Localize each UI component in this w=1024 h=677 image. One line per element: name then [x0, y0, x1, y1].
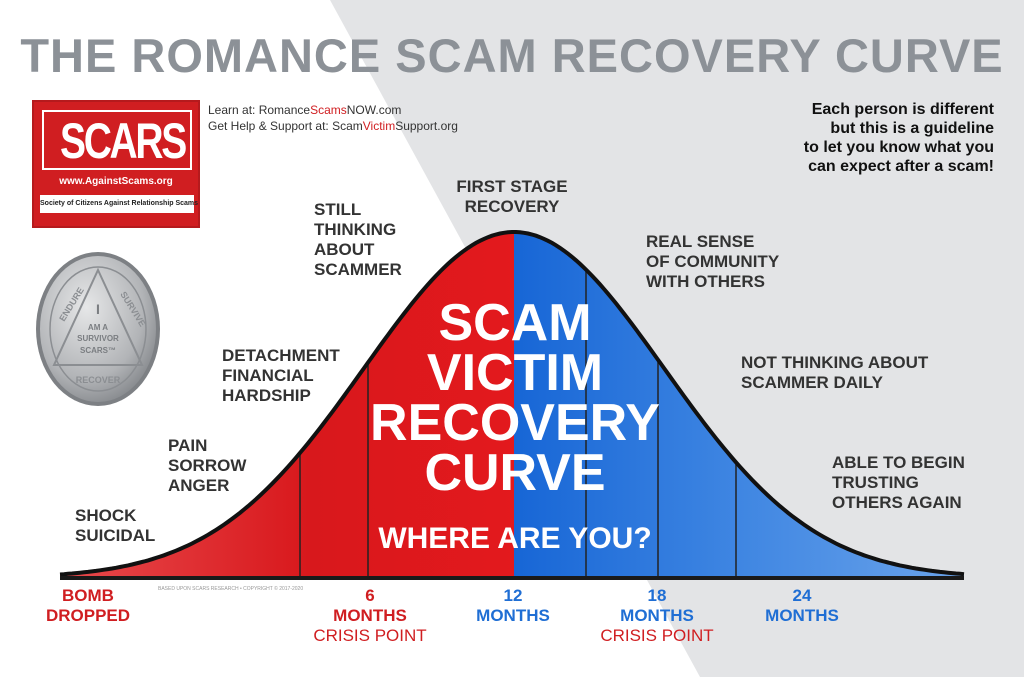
learn-link[interactable]: Learn at: RomanceScamsNOW.com — [208, 103, 402, 117]
svg-text:I: I — [96, 301, 100, 317]
survivor-medal-icon: ENDURE SURVIVE RECOVER I AM A SURVIVOR S… — [36, 252, 160, 406]
copyright: BASED UPON SCARS RESEARCH • COPYRIGHT © … — [158, 586, 304, 592]
where-are-you: WHERE ARE YOU? — [378, 522, 652, 555]
support-links: Learn at: RomanceScamsNOW.com Get Help &… — [208, 102, 458, 134]
gray-background-panel — [330, 0, 1024, 677]
logo-box: SCARS — [42, 110, 192, 170]
logo-wordmark: SCARS — [60, 113, 187, 169]
curve-title: SCAM VICTIM RECOVERY CURVE — [370, 294, 660, 502]
help-link[interactable]: Get Help & Support at: ScamVictimSupport… — [208, 119, 458, 133]
guideline-note: Each person is different but this is a g… — [803, 101, 994, 175]
scars-logo: SCARS www.AgainstScams.org Society of Ci… — [32, 100, 200, 228]
logo-tagline: Society of Citizens Against Relationship… — [40, 195, 198, 213]
crisis-point-6: CRISIS POINT — [313, 626, 427, 645]
crisis-point-18: CRISIS POINT — [600, 626, 714, 645]
page-title: THE ROMANCE SCAM RECOVERY CURVE — [20, 29, 1004, 82]
logo-url: www.AgainstScams.org — [59, 176, 173, 187]
curve-outline — [59, 230, 965, 577]
svg-text:SURVIVOR: SURVIVOR — [77, 334, 119, 343]
timeline-axis — [60, 576, 964, 580]
svg-text:SCARS™: SCARS™ — [80, 346, 116, 355]
svg-text:RECOVER: RECOVER — [76, 375, 121, 385]
svg-text:AM A: AM A — [88, 323, 108, 332]
